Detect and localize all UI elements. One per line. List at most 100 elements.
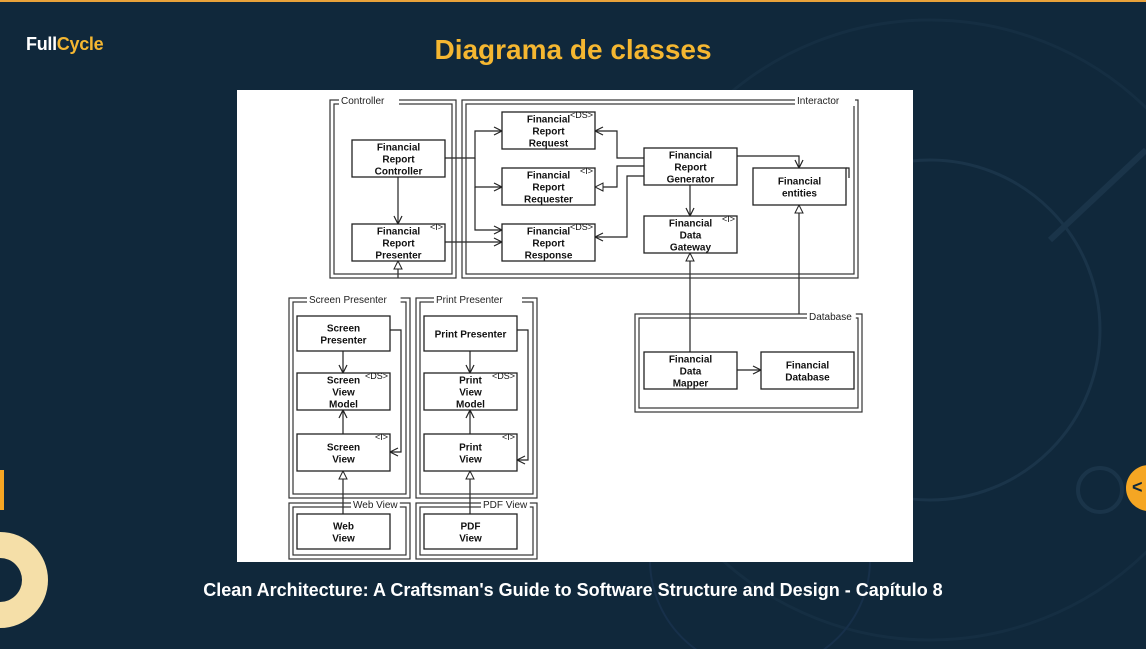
class-svm-label: Screen (327, 376, 360, 387)
class-frp-label: Presenter (375, 251, 421, 262)
class-pp: Print Presenter (423, 315, 518, 352)
class-fe-label: entities (782, 189, 817, 200)
chevron-left-icon: < (1132, 477, 1143, 497)
stereotype-label: <I> (722, 214, 735, 224)
group-label-database: Database (809, 312, 852, 323)
connector-13 (390, 329, 402, 452)
class-fdm-label: Financial (669, 355, 713, 366)
connector-7 (595, 175, 644, 237)
connector-9 (737, 155, 799, 168)
class-fdm-label: Data (680, 367, 702, 378)
group-label-controller: Controller (341, 96, 385, 107)
class-frc-label: Report (382, 155, 415, 166)
page-title: Diagrama de classes (434, 34, 712, 65)
class-sp-label: Presenter (320, 336, 366, 347)
group-interactor (461, 99, 859, 279)
class-fdb-label: Database (785, 373, 830, 384)
group-label-web-view: Web View (353, 500, 398, 511)
connector-5 (595, 131, 644, 159)
class-pvm-label: Model (456, 400, 485, 411)
class-frreqr-label: Requester (524, 195, 573, 206)
class-svm-label: Model (329, 400, 358, 411)
class-wv-label: Web (333, 522, 354, 533)
group-web-view (288, 502, 411, 560)
class-frc-label: Financial (377, 143, 421, 154)
class-wv-label: View (332, 534, 355, 545)
group-label-interactor: Interactor (797, 96, 840, 107)
class-fdb-label: Financial (786, 361, 830, 372)
stereotype-label: <I> (430, 222, 443, 232)
class-pvm-label: Print (459, 376, 482, 387)
brand-logo: FullCycle (26, 34, 104, 55)
class-pv-label: Print (459, 443, 482, 454)
stereotype-label: <DS> (365, 371, 388, 381)
class-frreq-label: Request (529, 139, 569, 150)
class-frreq-label: Report (532, 127, 565, 138)
class-svm-label: View (332, 388, 355, 399)
class-frreq-label: Financial (527, 115, 571, 126)
connector-3 (474, 187, 502, 230)
collapse-sidebar-button[interactable]: < (1126, 465, 1146, 511)
class-fdg-label: Data (680, 231, 702, 242)
class-frg-label: Generator (667, 175, 715, 186)
logo-text-cycle: Cycle (56, 34, 104, 54)
stereotype-label: <I> (502, 432, 515, 442)
class-frreqr-label: Report (532, 183, 565, 194)
class-frg-label: Financial (669, 151, 713, 162)
group-label-screen-presenter: Screen Presenter (309, 295, 387, 306)
top-accent-line (0, 0, 1146, 2)
class-frg-label: Report (674, 163, 707, 174)
class-frresp-label: Report (532, 239, 565, 250)
corner-decoration-icon (0, 532, 48, 628)
stereotype-label: <I> (580, 166, 593, 176)
group-label-print-presenter: Print Presenter (436, 295, 503, 306)
connector-2 (474, 158, 502, 187)
class-fdg-label: Financial (669, 219, 713, 230)
stereotype-label: <I> (375, 432, 388, 442)
class-frresp-label: Response (525, 251, 573, 262)
connector-1 (445, 131, 502, 159)
class-pv-label: View (459, 455, 482, 466)
class-fdg-label: Gateway (670, 243, 712, 254)
class-pdfv-label: View (459, 534, 482, 545)
class-frp-label: Report (382, 239, 415, 250)
logo-text-full: Full (26, 34, 57, 54)
class-sp-label: Screen (327, 324, 360, 335)
stereotype-label: <DS> (570, 222, 593, 232)
class-frresp-label: Financial (527, 227, 571, 238)
stereotype-label: <DS> (570, 110, 593, 120)
class-fe-label: Financial (778, 177, 822, 188)
group-database (634, 313, 863, 413)
group-pdf-view (415, 502, 538, 560)
class-fdm-label: Mapper (673, 379, 709, 390)
connector-22 (846, 167, 850, 178)
class-pp-label: Print Presenter (435, 330, 507, 341)
class-sv-label: View (332, 455, 355, 466)
class-frp-label: Financial (377, 227, 421, 238)
book-caption: Clean Architecture: A Craftsman's Guide … (203, 580, 943, 600)
connector-16 (517, 329, 529, 460)
connector-6 (595, 165, 644, 187)
class-sv-label: Screen (327, 443, 360, 454)
class-pvm-label: View (459, 388, 482, 399)
group-label-pdf-view: PDF View (483, 500, 528, 511)
